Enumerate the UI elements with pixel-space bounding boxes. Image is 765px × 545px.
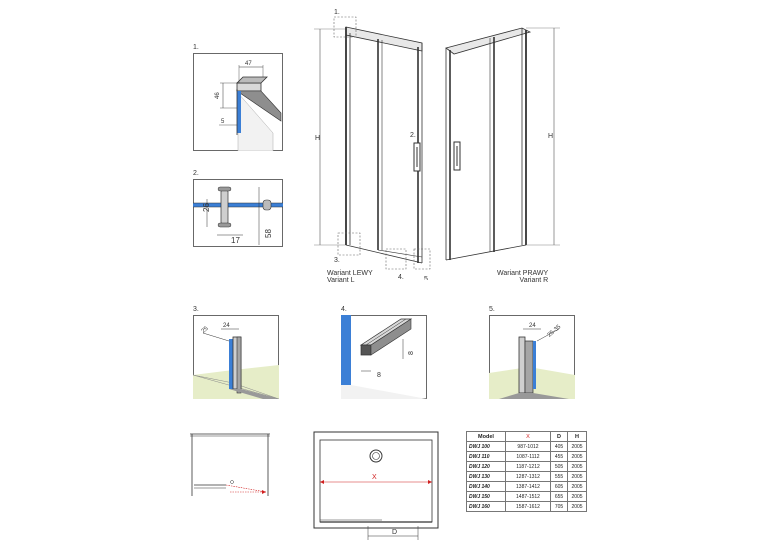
cell-x: 1087-1112 bbox=[505, 451, 551, 462]
variant-right-label: Wariant PRAWY Variant R bbox=[497, 270, 548, 284]
col-model: Model bbox=[466, 431, 506, 442]
shower-door-left-variant: H 1. 2. 3. 4. 5. bbox=[314, 9, 431, 280]
callout-1: 1. bbox=[334, 9, 340, 16]
cell-x: 1487-1512 bbox=[505, 491, 551, 502]
cell-h: 2005 bbox=[567, 501, 587, 512]
height-dim-right: H bbox=[548, 133, 553, 140]
cell-d: 655 bbox=[550, 491, 568, 502]
cell-model: DWJ 110 bbox=[466, 451, 506, 462]
cell-h: 2005 bbox=[567, 471, 587, 482]
d1-gap-dim: 5 bbox=[221, 119, 225, 125]
col-d: D bbox=[550, 431, 568, 442]
cell-model: DWJ 150 bbox=[466, 491, 506, 502]
cell-model: DWJ 160 bbox=[466, 501, 506, 512]
x-dim: X bbox=[372, 474, 377, 481]
table-row: DWJ 100 987-1012 405 2005 bbox=[466, 441, 587, 452]
cell-h: 2005 bbox=[567, 461, 587, 472]
cell-x: 1387-1412 bbox=[505, 481, 551, 492]
d2-c-dim: 58 bbox=[264, 229, 273, 238]
d-dim: D bbox=[392, 529, 397, 536]
callout-2: 2. bbox=[410, 132, 416, 139]
variant-right-pl: Wariant PRAWY bbox=[497, 270, 549, 277]
cell-x: 987-1012 bbox=[505, 441, 551, 452]
d3-b-dim: 24 bbox=[223, 323, 230, 329]
cell-model: DWJ 120 bbox=[466, 461, 506, 472]
callout-4: 4. bbox=[398, 274, 404, 280]
spec-table-header: Model X D H bbox=[466, 431, 587, 442]
d1-width-dim: 47 bbox=[245, 61, 252, 67]
d3-a-dim: 25 bbox=[201, 325, 210, 334]
detail-4-drawing: 8 8 bbox=[341, 315, 427, 399]
detail-2-label: 2. bbox=[193, 170, 199, 177]
cell-d: 555 bbox=[550, 471, 568, 482]
table-row: DWJ 150 1487-1512 655 2005 bbox=[466, 491, 587, 502]
cell-model: DWJ 130 bbox=[466, 471, 506, 482]
detail-3-drawing: 24 25 bbox=[193, 315, 279, 399]
d2-a-dim: 26 bbox=[202, 203, 211, 212]
shower-door-right-variant: H bbox=[445, 27, 560, 261]
d4-b-dim: 8 bbox=[408, 351, 415, 355]
table-row: DWJ 140 1387-1412 605 2005 bbox=[466, 481, 587, 492]
spec-table: Model X D H DWJ 100 987-1012 405 2005 DW… bbox=[466, 431, 587, 512]
variant-right-en: Variant R bbox=[519, 277, 549, 284]
cell-h: 2005 bbox=[567, 481, 587, 492]
col-h: H bbox=[567, 431, 587, 442]
callout-5: 5. bbox=[424, 276, 430, 280]
cell-d: 455 bbox=[550, 451, 568, 462]
detail-5-drawing: 24 25-35 bbox=[489, 315, 575, 399]
d2-b-dim: 17 bbox=[231, 236, 240, 245]
variant-left-pl: Wariant LEWY bbox=[327, 270, 373, 277]
detail-3-label: 3. bbox=[193, 306, 199, 313]
table-row: DWJ 160 1587-1612 705 2005 bbox=[466, 501, 587, 512]
table-row: DWJ 130 1287-1312 555 2005 bbox=[466, 471, 587, 482]
detail-2-drawing: 26 17 58 bbox=[193, 179, 283, 247]
cell-d: 505 bbox=[550, 461, 568, 472]
detail-1-drawing: 47 46 5 bbox=[193, 53, 283, 151]
height-dim-left: H bbox=[315, 135, 320, 142]
col-x: X bbox=[505, 431, 551, 442]
cell-d: 705 bbox=[550, 501, 568, 512]
cell-h: 2005 bbox=[567, 491, 587, 502]
table-row: DWJ 110 1087-1112 455 2005 bbox=[466, 451, 587, 462]
cell-h: 2005 bbox=[567, 441, 587, 452]
variant-left-en: Variant L bbox=[327, 277, 355, 284]
cell-model: DWJ 140 bbox=[466, 481, 506, 492]
cell-x: 1287-1312 bbox=[505, 471, 551, 482]
cell-x: 1587-1612 bbox=[505, 501, 551, 512]
d4-a-dim: 8 bbox=[377, 372, 381, 379]
cell-x: 1187-1212 bbox=[505, 461, 551, 472]
detail-4-label: 4. bbox=[341, 306, 347, 313]
cell-model: DWJ 100 bbox=[466, 441, 506, 452]
variant-left-label: Wariant LEWY Variant L bbox=[327, 270, 373, 284]
plan-view-small bbox=[190, 433, 270, 496]
d1-height-dim: 46 bbox=[215, 92, 221, 99]
d5-a-dim: 24 bbox=[529, 323, 536, 329]
cell-h: 2005 bbox=[567, 451, 587, 462]
table-row: DWJ 120 1187-1212 505 2005 bbox=[466, 461, 587, 472]
detail-5-label: 5. bbox=[489, 306, 495, 313]
callout-3: 3. bbox=[334, 257, 340, 264]
plan-view-large: X D bbox=[313, 431, 439, 540]
cell-d: 405 bbox=[550, 441, 568, 452]
detail-1-label: 1. bbox=[193, 44, 199, 51]
cell-d: 605 bbox=[550, 481, 568, 492]
